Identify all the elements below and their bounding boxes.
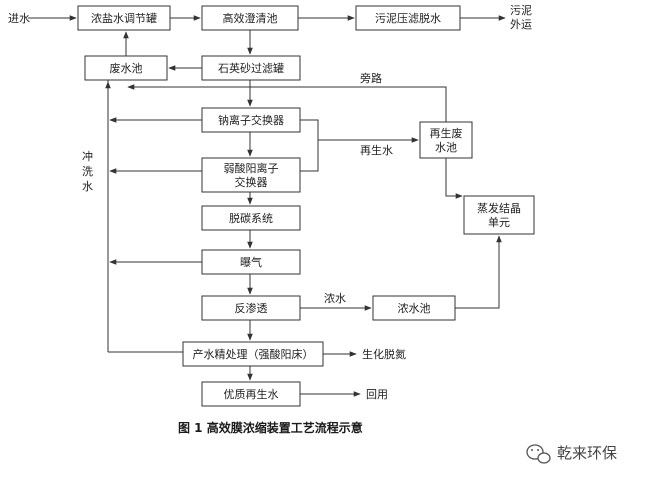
node-weak-acid-exchanger-label-2: 交换器	[235, 175, 268, 189]
label-regen-water: 再生水	[360, 143, 393, 157]
label-flush-2: 洗	[82, 165, 93, 178]
node-clarifier: 高效澄清池	[201, 5, 299, 31]
node-sodium-exchanger: 钠离子交换器	[201, 107, 301, 133]
node-waste-pool-label: 废水池	[110, 61, 143, 75]
node-polishing: 产水精处理（强酸阳床）	[182, 341, 324, 367]
node-reverse-osmosis-label: 反渗透	[235, 301, 268, 315]
node-sand-filter: 石英砂过滤罐	[201, 55, 301, 81]
node-weak-acid-exchanger-label-1: 弱酸阳离子	[224, 161, 279, 175]
label-reuse: 回用	[366, 388, 388, 401]
label-inlet: 进水	[8, 12, 30, 25]
node-regen-waste-pool-label-1: 再生废	[430, 126, 463, 140]
label-bypass: 旁路	[360, 71, 382, 85]
label-flush-1: 冲	[82, 149, 93, 163]
wechat-icon	[526, 444, 551, 464]
node-evaporation-label-1: 蒸发结晶	[477, 201, 521, 215]
figure-caption: 图 1 高效膜浓缩装置工艺流程示意	[178, 420, 363, 435]
node-evaporation-crystallization: 蒸发结晶 单元	[463, 195, 535, 235]
node-sludge-press-label: 污泥压滤脱水	[375, 11, 441, 25]
node-concentrate-pool-label: 浓水池	[398, 302, 431, 315]
arrow-concentrate-to-evap	[455, 235, 502, 309]
node-sludge-press: 污泥压滤脱水	[355, 5, 461, 31]
node-brine-tank-label: 浓盐水调节罐	[91, 12, 157, 25]
node-aeration-label: 曝气	[240, 255, 262, 269]
node-reclaimed-water-label: 优质再生水	[224, 387, 279, 401]
node-reclaimed-water: 优质再生水	[201, 381, 301, 407]
watermark-text: 乾来环保	[557, 444, 617, 462]
arrow-bypass	[127, 84, 447, 122]
label-brine: 浓水	[324, 292, 346, 305]
arrow-regen-to-evap	[445, 158, 463, 199]
node-regen-waste-pool-label-2: 水池	[435, 141, 457, 154]
flow-lines	[28, 15, 506, 397]
node-clarifier-label: 高效澄清池	[223, 11, 278, 25]
label-bio-denitrogen: 生化脱氮	[362, 347, 406, 361]
node-concentrate-pool: 浓水池	[372, 295, 456, 321]
node-sand-filter-label: 石英砂过滤罐	[218, 61, 284, 75]
node-decarbonization: 脱碳系统	[201, 205, 301, 231]
label-sludge-2: 外运	[510, 18, 532, 31]
node-evaporation-label-2: 单元	[488, 216, 510, 229]
node-waste-pool: 废水池	[84, 55, 168, 81]
label-sludge-1: 污泥	[510, 4, 532, 17]
label-flush-3: 水	[82, 180, 93, 193]
node-aeration: 曝气	[201, 249, 301, 275]
node-reverse-osmosis: 反渗透	[201, 295, 301, 321]
node-polishing-label: 产水精处理（强酸阳床）	[193, 347, 314, 361]
node-brine-tank: 浓盐水调节罐	[77, 5, 171, 31]
line-regen-collect	[300, 119, 319, 172]
node-regen-waste-pool: 再生废 水池	[419, 121, 473, 159]
node-decarbonization-label: 脱碳系统	[229, 211, 273, 225]
node-weak-acid-exchanger: 弱酸阳离子 交换器	[201, 157, 301, 193]
watermark: 乾来环保	[526, 444, 617, 464]
node-sodium-exchanger-label: 钠离子交换器	[218, 113, 284, 127]
